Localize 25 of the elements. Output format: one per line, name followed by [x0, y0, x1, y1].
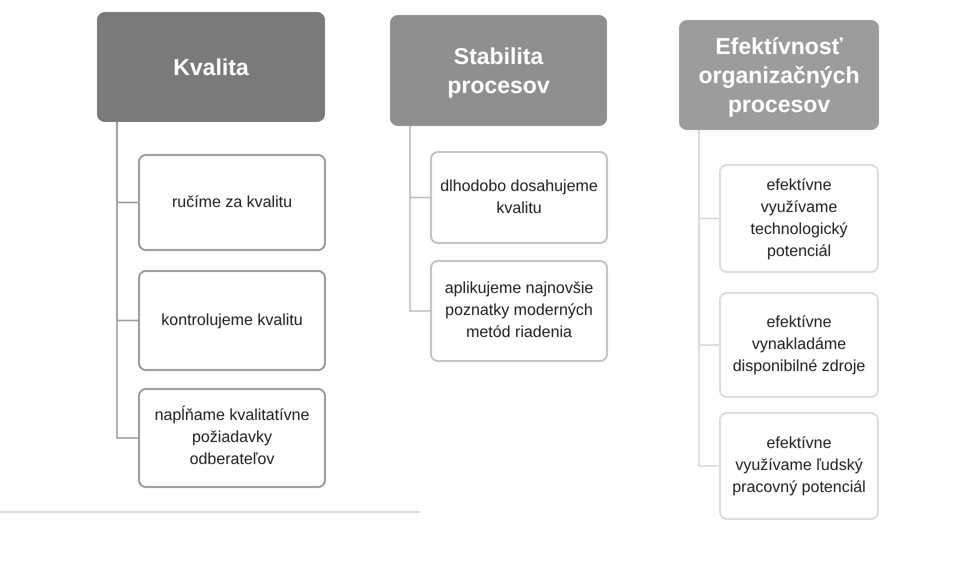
header-title: Kvalita	[173, 52, 249, 82]
item-box	[138, 270, 326, 371]
item-text: napĺňame kvalitatívne požiadavky odberateľov	[154, 405, 310, 470]
item-box	[430, 260, 608, 362]
connector-line	[116, 122, 138, 439]
item-box	[138, 154, 326, 251]
category-header	[390, 15, 607, 126]
item-text: efektívne využívame technologický potenciál	[750, 176, 848, 262]
connector-line	[409, 126, 430, 312]
category-header	[679, 20, 879, 130]
item-text: kontrolujeme kvalitu	[161, 310, 303, 330]
item-text: ručíme za kvalitu	[172, 192, 292, 212]
item-box	[430, 151, 608, 244]
item-box	[719, 164, 879, 273]
item-box	[138, 388, 326, 488]
item-text: aplikujeme najnovšie poznatky moderných metód riadenia	[444, 279, 594, 343]
item-text: efektívne vynakladáme disponibilné zdroje	[732, 313, 866, 377]
item-box	[719, 292, 879, 398]
item-text: efektívne využívame ľudský pracovný potenciál	[731, 434, 867, 498]
header-title: Efektívnosť organizačných procesov	[697, 32, 861, 118]
category-header	[97, 12, 325, 122]
item-box	[719, 412, 879, 520]
connector-line	[698, 130, 719, 467]
item-text: dlhodobo dosahujeme kvalitu	[440, 176, 598, 218]
header-title: Stabilita procesov	[446, 42, 551, 100]
